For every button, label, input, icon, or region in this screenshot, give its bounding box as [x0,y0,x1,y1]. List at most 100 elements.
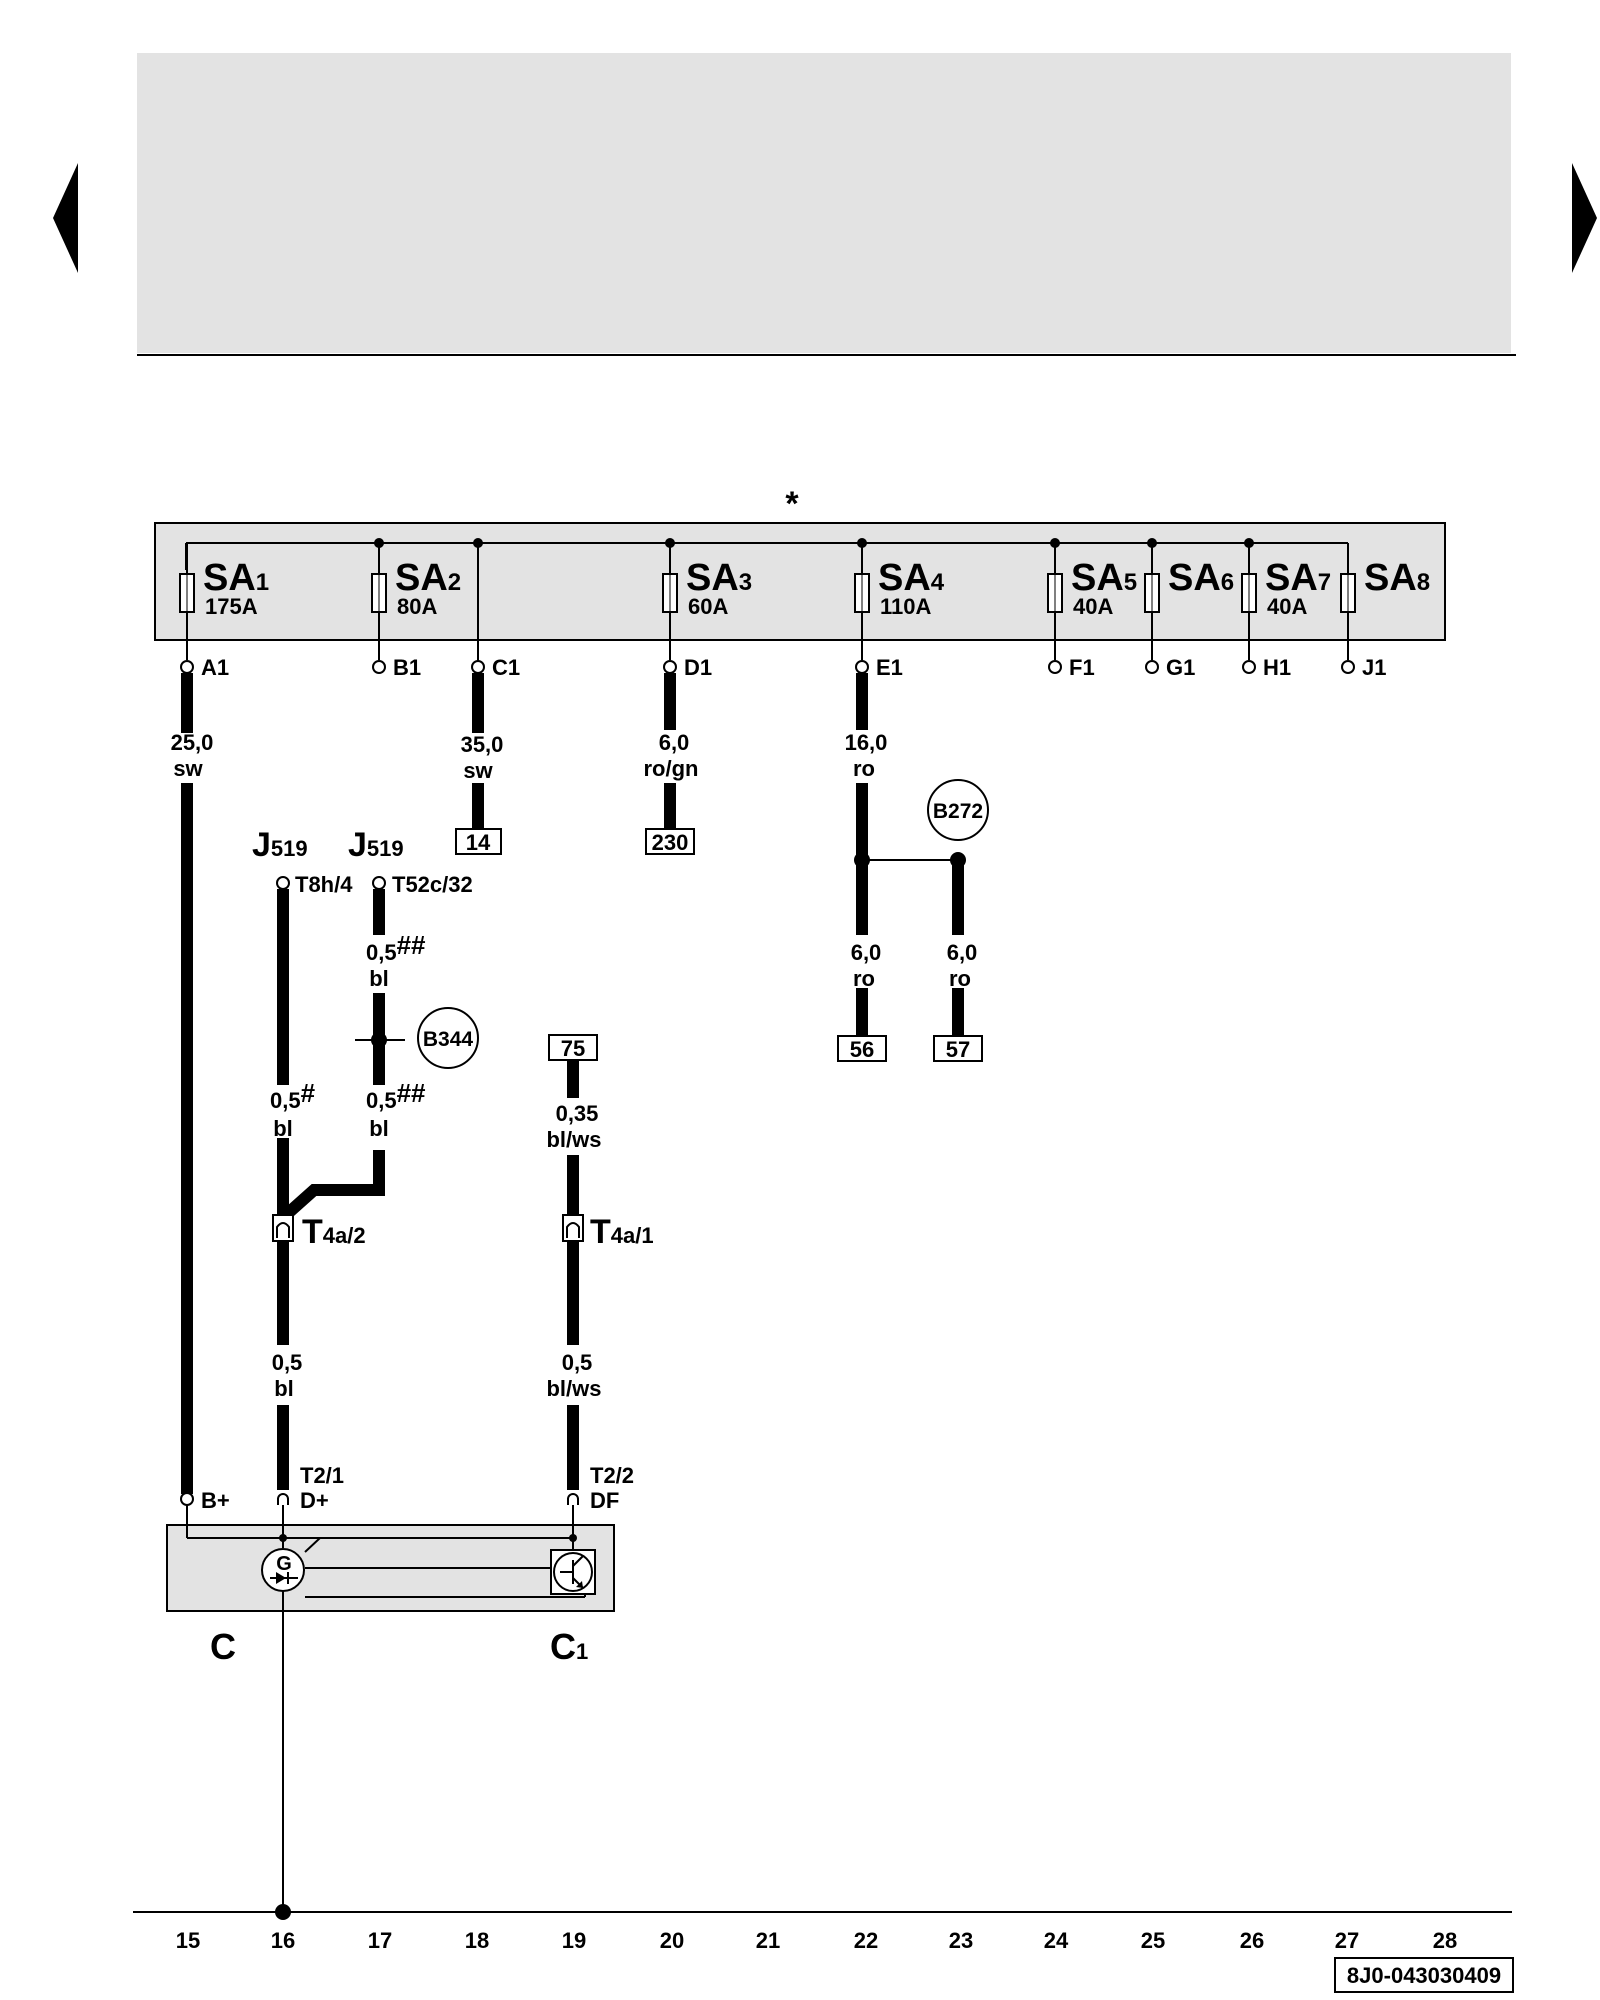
svg-text:0,5#: 0,5# [270,1078,316,1113]
fuse-rating: 40A [1073,594,1113,619]
reference-label-56: 56 [850,1037,874,1062]
reference-box-75 [548,1034,598,1061]
track-number: 25 [1141,1928,1165,1953]
track-number: 19 [562,1928,586,1953]
fuse-label: SA5 [1071,557,1137,599]
track-number: 28 [1433,1928,1457,1953]
pin-label-bplus: B+ [201,1488,230,1513]
svg-text:35,0: 35,0 [461,732,504,757]
pin-bplus [180,1492,194,1506]
svg-text:sw: sw [173,756,203,781]
track-number: 20 [660,1928,684,1953]
ground-point-b272 [927,779,989,841]
svg-text:ro: ro [853,966,875,991]
reference-box-14 [455,828,502,855]
fuse-terminal [1341,660,1355,674]
svg-text:sw: sw [463,758,493,783]
svg-text:ro: ro [853,756,875,781]
fuse-terminal [1242,660,1256,674]
next-page-arrow-icon[interactable] [1572,163,1597,273]
fuse-rating: 110A [880,594,931,619]
control-unit-j519-b: J519 [348,826,404,864]
fuse-terminal [663,660,677,674]
fuse-terminal-label: D1 [684,655,712,680]
svg-text:0,5: 0,5 [272,1350,303,1375]
fuse-rating: 175A [205,594,258,619]
svg-text:6,0: 6,0 [659,730,690,755]
pin-df [567,1493,579,1505]
reference-label-75: 75 [561,1036,585,1061]
svg-text:J519: J519 [348,826,404,864]
pin-label-dplus: D+ [300,1488,329,1513]
pin-label-t2-2: T2/2 [590,1463,634,1488]
track-number: 23 [949,1928,973,1953]
wire-c1: 35,0 sw [461,673,504,828]
svg-text:0,5##: 0,5## [366,1078,426,1113]
fuse-terminal-label: E1 [876,655,903,680]
reference-box-57 [933,1035,983,1062]
track-number: 26 [1240,1928,1264,1953]
fuse-rating: 40A [1267,594,1307,619]
track-number: 15 [176,1928,200,1953]
document-number: 8J0-043030409 [1347,1963,1501,1988]
pin-label-t52c-32: T52c/32 [392,872,473,897]
svg-text:G: G [276,1553,292,1575]
fuse-terminal [1145,660,1159,674]
fuse-terminal [855,660,869,674]
previous-page-arrow-icon[interactable] [53,163,78,273]
fuse-rating: 80A [397,594,437,619]
svg-text:ro: ro [949,966,971,991]
header-panel [137,53,1511,353]
reference-label-230: 230 [652,830,689,855]
fuse-terminal [1048,660,1062,674]
svg-text:0,5: 0,5 [562,1350,593,1375]
fuse-label: SA7 [1265,557,1331,599]
ground-label-b344: B344 [423,1028,474,1051]
svg-text:ro/gn: ro/gn [644,756,699,781]
track-number: 24 [1044,1928,1069,1953]
fuse-label: SA1 [203,557,269,599]
fuse-label: SA6 [1168,557,1234,599]
svg-text:6,0: 6,0 [947,940,978,965]
svg-text:6,0: 6,0 [851,940,882,965]
alternator: G [166,1505,615,1612]
connector-label-t4a1: T4a/1 [590,1213,654,1251]
fuse-terminal [372,660,386,674]
svg-text:16,0: 16,0 [845,730,888,755]
track-number: 22 [854,1928,878,1953]
fuse-terminal-label: J1 [1362,655,1386,680]
pin-label-t8h-4: T8h/4 [295,872,353,897]
reference-label-57: 57 [946,1037,970,1062]
wire-j519-b: 0,5## bl 0,5## bl [282,889,426,1220]
svg-text:bl/ws: bl/ws [546,1376,601,1401]
svg-text:bl: bl [369,966,389,991]
svg-text:25,0: 25,0 [171,730,214,755]
track-number: 17 [368,1928,392,1953]
svg-text:bl: bl [274,1376,294,1401]
fuse-terminal-label: G1 [1166,655,1195,680]
connector-label-t4a2: T4a/2 [302,1213,366,1251]
pin-dplus [277,1493,289,1505]
svg-text:bl: bl [369,1116,389,1141]
svg-text:J519: J519 [252,826,308,864]
track-number: 21 [756,1928,780,1953]
fuse-terminal-label: B1 [393,655,421,680]
track-number: 18 [465,1928,489,1953]
wire-dplus: 0,5 bl [272,1241,303,1490]
fuse-terminal-label: H1 [1263,655,1291,680]
wire-df: 0,5 bl/ws [546,1241,602,1490]
wire-j519-a: 0,5# bl [270,889,316,1215]
pin-t8h-4 [276,876,290,890]
control-unit-j519-a: J519 [252,826,308,864]
fuse-terminal-label: A1 [201,655,229,680]
fuse-label: SA3 [686,557,752,599]
wire-t75: 0,35 bl/ws [546,1061,602,1215]
reference-box-56 [837,1035,887,1062]
fuse-label: SA8 [1364,557,1430,599]
